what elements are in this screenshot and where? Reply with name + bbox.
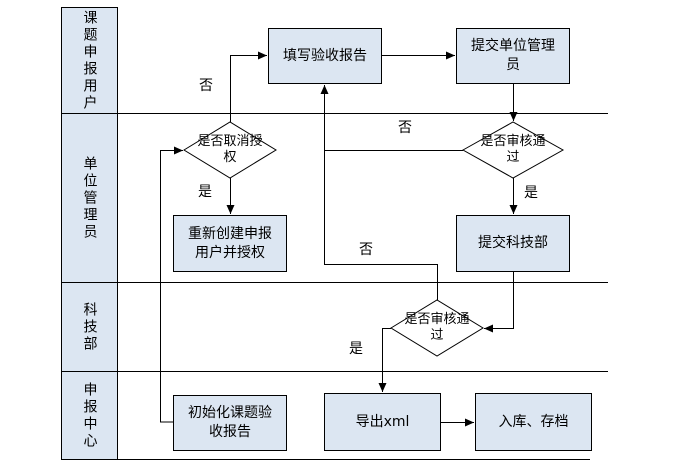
edge-cancel-no-to-fill-report <box>230 51 267 122</box>
edges <box>160 51 518 427</box>
decision-cancel-auth-shape <box>183 121 277 179</box>
lane-applicant-user-label: 课题申报用户 <box>81 9 98 112</box>
decision-unit-review-label: 是否审核通 过 <box>480 134 546 165</box>
lane-divider-lines <box>118 113 608 460</box>
decision-most-review-shape <box>390 299 484 357</box>
node-fill-acceptance-report: 填写验收报告 <box>268 28 382 84</box>
edge-most-review-yes-to-export <box>378 328 391 392</box>
edge-most-review-no-up-to-fill-report <box>320 85 438 300</box>
edge-label-cancel-yes: 是 <box>198 184 212 200</box>
edge-label-cancel-no: 否 <box>199 78 213 94</box>
decision-most-review-label: 是否审核通 过 <box>404 312 470 343</box>
edge-submit-most-to-most-review <box>484 272 514 333</box>
edge-label-unit-review-no: 否 <box>398 120 412 136</box>
lane-unit-admin: 单位管理员 <box>61 113 118 283</box>
lane-most-label: 科技部 <box>81 301 98 353</box>
edge-label-most-review-yes: 是 <box>349 341 363 357</box>
lane-application-center: 申报中心 <box>61 371 118 460</box>
decision-unit-review-shape <box>461 121 565 179</box>
edge-label-most-review-no: 否 <box>359 242 373 258</box>
node-init-acceptance-report: 初始化课题验 收报告 <box>173 395 287 451</box>
lane-unit-admin-label: 单位管理员 <box>81 155 98 241</box>
node-submit-unit-admin: 提交单位管理 员 <box>456 28 570 84</box>
node-submit-most: 提交科技部 <box>456 215 570 272</box>
node-recreate-user-authorize: 重新创建申报 用户并授权 <box>173 215 287 272</box>
edge-label-unit-review-yes: 是 <box>524 185 538 201</box>
lane-most: 科技部 <box>61 282 118 372</box>
node-export-xml: 导出xml <box>324 393 441 451</box>
edge-init-to-cancel-decision <box>160 146 183 423</box>
decision-cancel-auth-label: 是否取消授 权 <box>197 134 263 165</box>
lane-application-center-label: 申报中心 <box>81 381 98 450</box>
lane-applicant-user: 课题申报用户 <box>61 7 118 114</box>
node-archive: 入库、存档 <box>475 393 592 451</box>
